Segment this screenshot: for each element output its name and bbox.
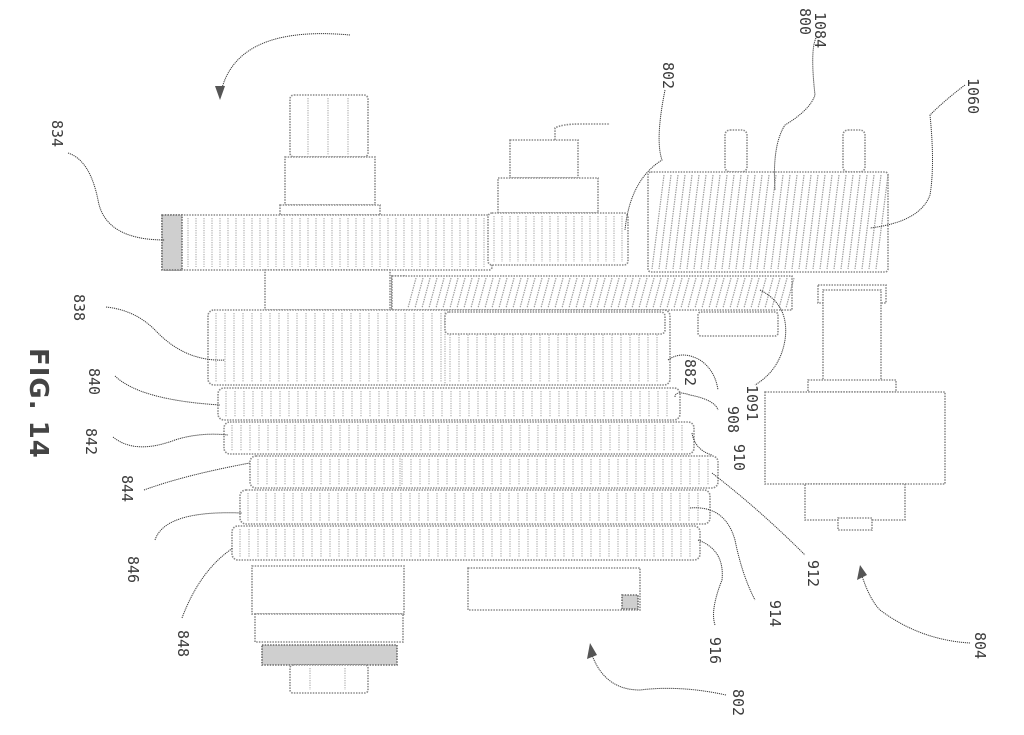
lower-shaft-end <box>251 565 641 694</box>
helical-gear-1091 <box>391 275 795 311</box>
gear-row-840-908 <box>217 387 681 421</box>
refnum-882: 882 <box>681 359 699 386</box>
refnum-844: 844 <box>118 475 136 502</box>
gear-row-842-910 <box>223 421 695 455</box>
gear-row-848-916 <box>231 525 701 561</box>
refnum-846: 846 <box>124 556 142 583</box>
refnum-802-lower: 802 <box>729 689 747 716</box>
refnum-912: 912 <box>804 560 822 587</box>
gear-row-844-912 <box>249 455 719 489</box>
gear-802-upper <box>487 123 629 266</box>
refnum-910: 910 <box>730 444 748 471</box>
refnum-802-upper: 802 <box>659 62 677 89</box>
refnum-834: 834 <box>48 120 66 147</box>
refnum-916: 916 <box>706 637 724 664</box>
gear-rows <box>207 309 719 561</box>
upper-shaft-end <box>279 94 381 216</box>
refnum-842: 842 <box>82 428 100 455</box>
gear-834 <box>161 214 493 271</box>
arrow-802-head <box>587 643 597 659</box>
right-assembly-804 <box>697 284 946 531</box>
figure-title: FIG. 14 <box>23 348 53 459</box>
refnum-1060: 1060 <box>964 78 982 114</box>
helical-gear-1084-1060 <box>647 129 889 273</box>
arrow-800-head <box>215 86 225 100</box>
refnum-1091: 1091 <box>743 385 761 421</box>
leader-lines <box>67 33 971 696</box>
refnum-840: 840 <box>85 368 103 395</box>
gear-row-846-914 <box>239 489 711 525</box>
refnum-800: 800 <box>796 8 814 35</box>
reference-numerals: 800 834 802 1084 1060 838 840 842 844 84… <box>48 8 989 716</box>
refnum-848: 848 <box>174 630 192 657</box>
arrow-804-head <box>857 565 867 580</box>
refnum-914: 914 <box>766 600 784 627</box>
refnum-838: 838 <box>70 294 88 321</box>
refnum-1084: 1084 <box>811 12 829 48</box>
hub-cutout <box>444 311 666 335</box>
refnum-804: 804 <box>971 632 989 659</box>
refnum-908: 908 <box>724 406 742 433</box>
shaft-collar <box>264 269 391 311</box>
